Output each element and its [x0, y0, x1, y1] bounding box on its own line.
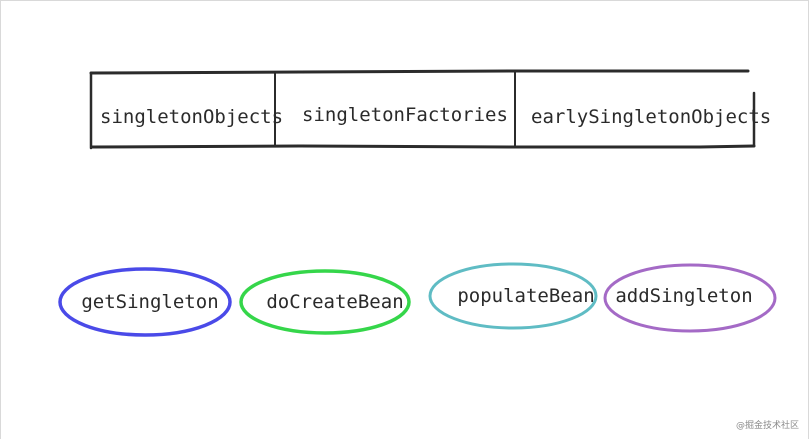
frame-left-edge	[0, 0, 1, 439]
table-bottom-border	[90, 144, 756, 149]
node-ellipse	[603, 263, 777, 333]
node-do-create-bean: doCreateBean	[239, 269, 411, 335]
node-ellipse	[239, 269, 411, 335]
watermark: @掘金技术社区	[735, 421, 799, 431]
node-ellipse	[58, 267, 232, 337]
node-label: populateBean	[457, 285, 594, 307]
node-ellipse	[428, 262, 598, 330]
node-add-singleton: addSingleton	[603, 263, 777, 333]
node-get-singleton: getSingleton	[58, 267, 232, 337]
cache-table: singletonObjects singletonFactories earl…	[89, 69, 771, 150]
table-top-border	[89, 69, 750, 75]
cell-early-singleton-objects: earlySingletonObjects	[531, 106, 771, 128]
node-label: doCreateBean	[266, 291, 403, 313]
node-label: addSingleton	[615, 285, 752, 307]
node-populate-bean: populateBean	[428, 262, 598, 330]
node-label: getSingleton	[81, 291, 218, 313]
frame-top-edge	[0, 0, 809, 1]
cell-singleton-factories: singletonFactories	[302, 104, 508, 126]
cell-singleton-objects: singletonObjects	[100, 106, 283, 128]
